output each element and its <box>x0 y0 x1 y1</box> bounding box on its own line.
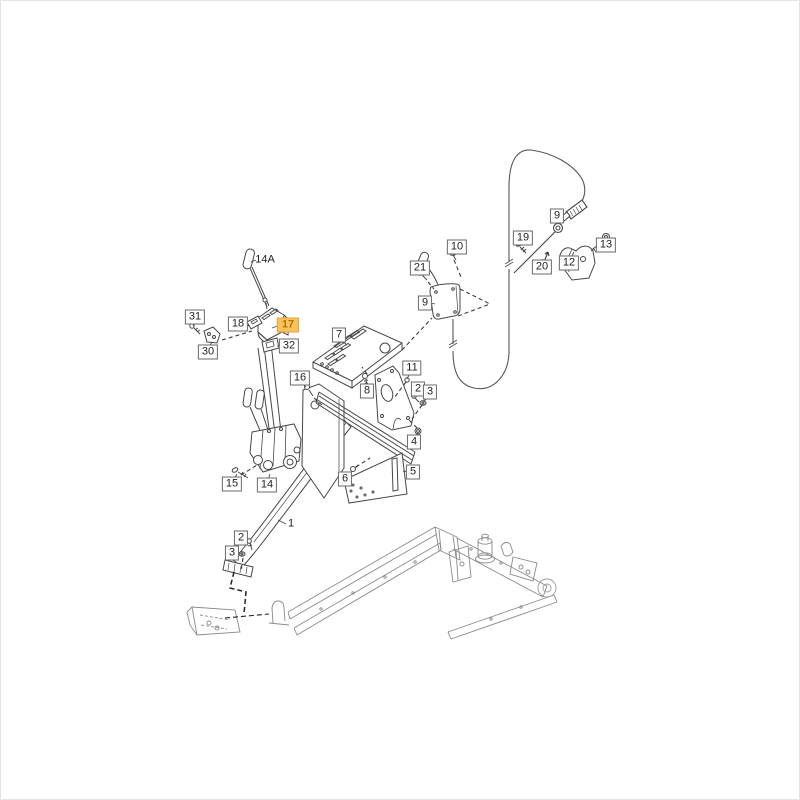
part-label-4[interactable]: 4 <box>406 434 422 450</box>
instrument-panel-part7 <box>312 325 403 389</box>
filler-cap <box>475 533 495 564</box>
part-label-21[interactable]: 21 <box>409 260 431 276</box>
part-label-11[interactable]: 11 <box>402 360 422 376</box>
part-label-7[interactable]: 7 <box>331 327 347 343</box>
part-label-31[interactable]: 31 <box>184 309 206 325</box>
part-label-32[interactable]: 32 <box>278 338 300 354</box>
part-label-2b[interactable]: 2 <box>233 530 249 546</box>
part-label-5[interactable]: 5 <box>405 464 421 480</box>
alignment-dashed-lines <box>221 259 491 572</box>
part-label-17[interactable]: 17 <box>276 317 300 333</box>
control-valve-part14 <box>242 342 302 473</box>
part-label-3b[interactable]: 3 <box>224 545 240 561</box>
part-label-13[interactable]: 13 <box>595 237 617 253</box>
part-label-16[interactable]: 16 <box>289 370 311 386</box>
part-label-15[interactable]: 15 <box>221 476 243 492</box>
part-label-12[interactable]: 12 <box>558 255 580 271</box>
part-label-14A[interactable]: 14A <box>255 253 275 266</box>
clamp-part30-31 <box>189 323 221 344</box>
part-label-6[interactable]: 6 <box>337 471 353 487</box>
part-label-8[interactable]: 8 <box>359 383 375 399</box>
part-label-3a[interactable]: 3 <box>422 384 438 400</box>
chassis-frame <box>186 526 558 640</box>
part-label-18[interactable]: 18 <box>227 316 249 332</box>
part-label-20[interactable]: 20 <box>531 259 553 275</box>
part-label-10[interactable]: 10 <box>446 239 468 255</box>
part-label-30[interactable]: 30 <box>197 344 219 360</box>
part-label-1[interactable]: 1 <box>287 517 295 530</box>
part-label-9a[interactable]: 9 <box>417 295 433 311</box>
part-label-19[interactable]: 19 <box>512 230 534 246</box>
part-label-9b[interactable]: 9 <box>549 208 565 224</box>
control-cable-part9 <box>448 149 588 390</box>
mount-leader-dashed <box>224 571 270 619</box>
console-bracket-assembly <box>301 365 416 504</box>
part-label-14[interactable]: 14 <box>256 477 278 493</box>
